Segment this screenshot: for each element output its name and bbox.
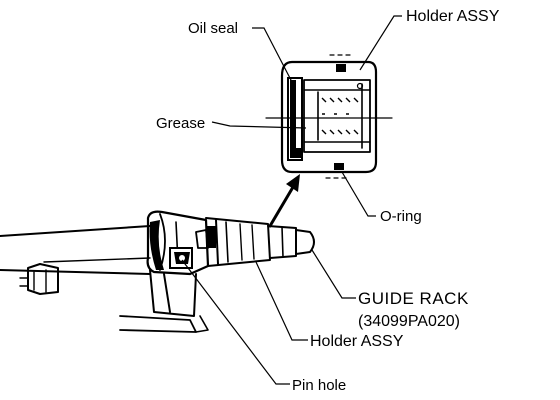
holder-assy-main	[195, 217, 271, 267]
holder-assy-bottom-label: Holder ASSY	[310, 333, 404, 350]
o-ring-leader	[341, 171, 376, 217]
oil-seal-leader	[252, 27, 293, 83]
o-ring-label: O-ring	[380, 208, 422, 225]
steering-gearbox-assembly	[0, 210, 315, 333]
grease-label: Grease	[156, 115, 205, 132]
grease-marks	[321, 97, 359, 135]
guide-rack-leader	[311, 249, 356, 299]
mounting-bracket	[119, 269, 209, 333]
holder-assy-top-label: Holder ASSY	[406, 8, 500, 25]
leader-lines	[181, 15, 402, 385]
holder-assy-detail-view	[265, 54, 393, 179]
tube-end-fitting	[19, 263, 59, 295]
grease-leader	[211, 121, 307, 129]
guide-rack-main	[267, 225, 315, 259]
pin-hole-label: Pin hole	[292, 377, 346, 394]
guide-rack-part-number: (34099PA020)	[358, 313, 460, 330]
pin-hole-leader	[181, 259, 290, 385]
labels: Oil seal Holder ASSY Grease O-ring GUIDE…	[156, 8, 500, 394]
oil-seal-detail	[287, 77, 303, 161]
pin-hole-boss	[169, 247, 193, 269]
guide-rack-label: GUIDE RACK	[358, 289, 469, 308]
holder-assy-top-leader	[359, 15, 402, 71]
detail-arrow	[268, 174, 300, 228]
o-ring-groove	[334, 163, 344, 170]
top-groove	[336, 64, 346, 72]
holder-assy-bottom-leader	[255, 261, 308, 341]
oil-seal-label: Oil seal	[188, 20, 238, 37]
